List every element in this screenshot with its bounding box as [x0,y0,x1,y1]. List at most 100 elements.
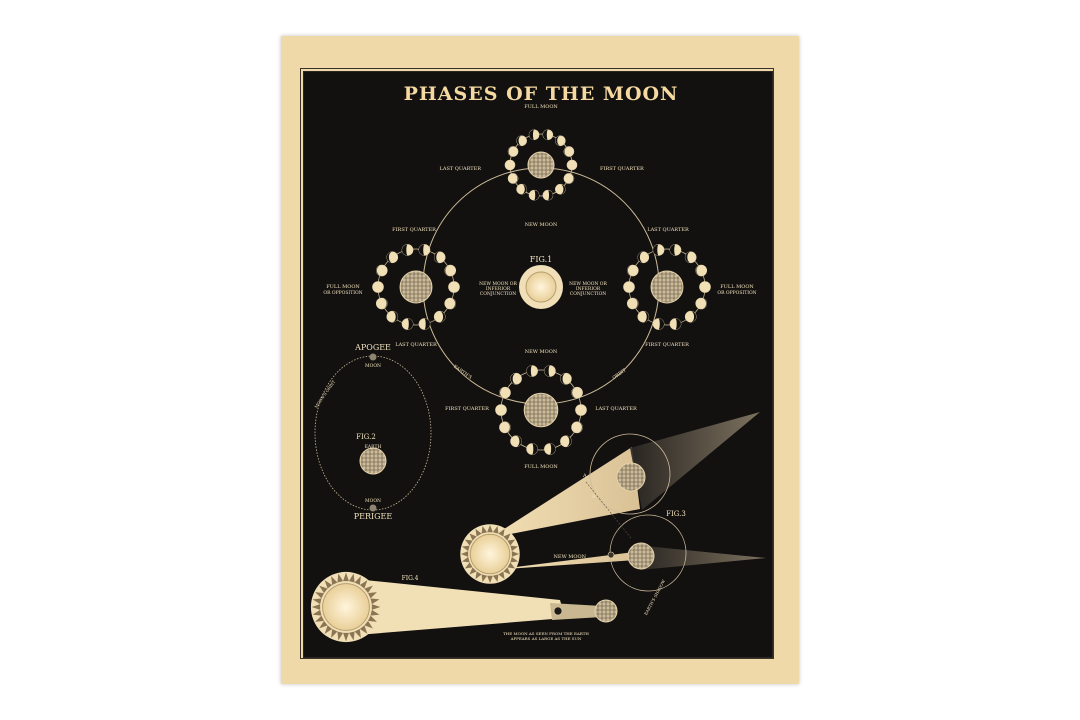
moon-phase-icon [418,244,431,256]
fig4-earth-icon [594,599,618,623]
perigee-moon-label: MOON [365,498,381,504]
top-new-moon-label: NEW MOON [525,222,558,228]
right-inner-label-2: INFERIOR [576,286,601,292]
top-first-quarter-label: FIRST QUARTER [600,166,644,172]
left-inner-label-3: CONJUNCTION [480,291,517,297]
fig2-earth-icon [359,447,387,475]
moon-phase-icon [510,372,522,385]
moon-ring-left [372,244,460,330]
orbit-label-earths: EARTH'S [452,364,473,381]
bottom-last-quarter-label: LAST QUARTER [595,406,637,412]
fig3-group: A B NEW MOON FIG.3 EARTH'S SHADOW [460,412,766,616]
fig4-moon-icon [553,606,563,616]
fig3-shadow-label: EARTH'S SHADOW [643,578,666,616]
earth-icon [650,270,684,304]
moon-phase-icon [542,129,554,141]
moon-phase-icon [669,244,682,256]
moon-phase-icon [401,318,414,330]
moon-phase-icon [433,310,446,323]
moon-phase-icon [504,159,516,171]
moon-phase-icon [510,435,522,448]
earth-icon [399,270,433,304]
perigee-moon [369,504,377,512]
moon-phase-icon [699,281,711,293]
moon-phase-icon [401,244,414,256]
right-first-quarter-label: FIRST QUARTER [645,342,689,348]
top-last-quarter-label: LAST QUARTER [440,166,482,172]
moon-phase-icon [499,421,511,434]
moon-phase-icon [433,251,446,264]
moon-phase-icon [507,146,519,157]
fig3-lower-shadow [635,545,766,570]
moon-phase-icon [528,129,540,141]
fig3-lower-earth-icon [627,542,655,570]
central-sun [519,265,563,309]
moon-phase-icon [626,297,639,310]
fig1-label: FIG.1 [530,255,552,264]
moon-phase-icon [418,318,431,330]
moon-phase-icon [626,264,639,277]
bottom-new-moon-label: NEW MOON [525,349,558,355]
moon-ring-right [623,244,711,330]
left-full-moon-label: FULL MOON [326,284,360,290]
moon-orbit-label: MOON'S ORBIT [313,379,336,409]
fig3-upper-shadow [630,412,760,510]
moon-phase-icon [575,404,587,416]
earth-icon [523,392,559,428]
apogee-label: APOGEE [354,343,391,352]
moon-phase-icon [526,443,538,455]
moon-phase-icon [542,189,554,201]
moon-phase-icon [372,281,384,293]
left-inner-label-2: INFERIOR [486,286,511,292]
right-inner-label-3: CONJUNCTION [570,291,607,297]
moon-phase-icon [652,244,665,256]
right-opposition-label: OR OPPOSITION [717,290,756,296]
fig3-b-label: B [592,494,596,500]
fig4-beam [345,578,565,636]
moon-phase-icon [495,404,507,416]
moon-phase-icon [555,135,566,147]
fig4-label: FIG.4 [402,575,419,582]
fig4-group: FIG.4 THE MOON AS SEEN FROM THE EARTH AP… [310,571,618,643]
fig2-earth-label: EARTH [365,444,382,450]
fig3-upper-earth-icon [616,462,646,492]
apogee-moon-label: MOON [365,363,381,369]
moon-phase-icon [684,251,697,264]
moon-phase-icon [637,310,650,323]
left-opposition-label: OR OPPOSITION [323,290,362,296]
moon-phase-icon [448,281,460,293]
moon-phase-icon [669,318,682,330]
fig3-upper-beam [490,447,640,538]
moon-phase-icon [695,297,708,310]
moon-phase-icon [684,310,697,323]
moon-phase-icon [637,251,650,264]
left-first-quarter-label: FIRST QUARTER [392,227,436,233]
moon-phase-icon [652,318,665,330]
fig4-cone [550,603,602,620]
fig3-sun-icon [460,524,520,584]
moon-phase-icon [386,251,399,264]
moon-phase-icon [386,310,399,323]
moon-phase-icon [516,135,527,147]
fig4-sun-icon [310,571,382,643]
page-title: PHASES OF THE MOON [404,83,679,105]
bottom-full-moon-label: FULL MOON [524,464,558,470]
fig3-upper-orbit [589,433,671,515]
moon-phase-icon [560,372,572,385]
moon-phase-icon [375,297,388,310]
moon-phase-icon [516,183,527,195]
earth-icon [527,151,555,179]
fig3-new-moon-icon [607,551,615,559]
left-inner-label-1: NEW MOON OR [479,281,517,287]
fig2-label: FIG.2 [356,433,376,441]
fig3-lower-beam [492,552,636,570]
moon-phase-icon [544,365,556,377]
panel-border [300,68,774,659]
fig3-new-moon-label: NEW MOON [554,554,587,560]
orbit-label-orbit: ORBIT [611,367,627,381]
moon-phase-icon [571,421,583,434]
moon-phase-icon [560,435,572,448]
moon-phase-icon [571,386,583,399]
moon-phase-icon [499,386,511,399]
